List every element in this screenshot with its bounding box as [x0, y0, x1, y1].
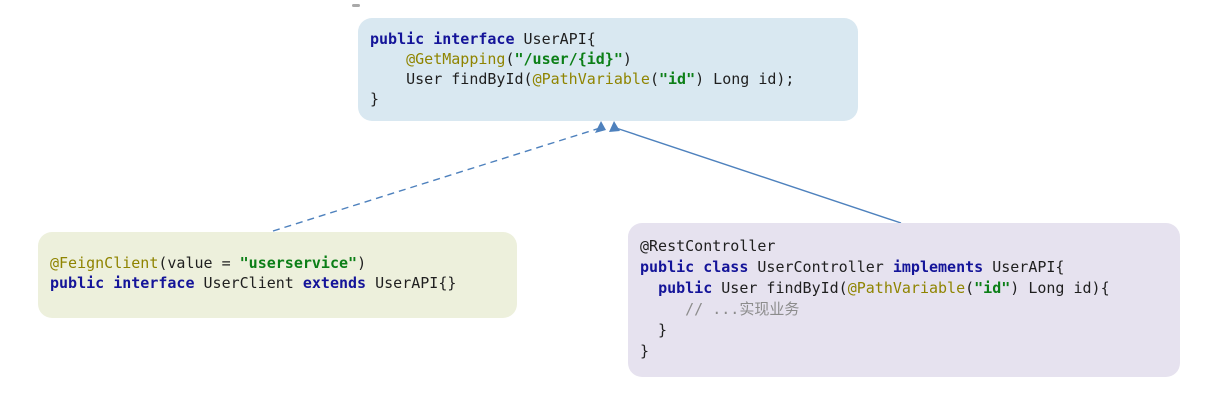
code-line: @GetMapping("/user/{id}"): [370, 49, 846, 69]
code-line: }: [640, 320, 1168, 341]
code-token: "id": [659, 70, 696, 88]
implements-arrowhead-icon: [609, 121, 620, 132]
code-token: public: [658, 279, 713, 297]
code-token: }: [640, 321, 668, 339]
userapi-interface-code-box: public interface UserAPI{ @GetMapping("/…: [358, 18, 858, 121]
code-line: @FeignClient(value = "userservice"): [50, 253, 505, 273]
code-token: [640, 279, 658, 297]
code-token: }: [370, 90, 380, 108]
stray-mark: [352, 4, 360, 7]
code-token: UserClient: [194, 274, 303, 292]
code-token: ): [622, 50, 632, 68]
code-line: @RestController: [640, 236, 1168, 257]
code-line: public interface UserClient extends User…: [50, 273, 505, 293]
code-token: ): [357, 254, 367, 272]
code-token: public class: [640, 258, 749, 276]
code-token: }: [640, 342, 650, 360]
code-token: @PathVariable: [532, 70, 650, 88]
code-token: (: [649, 70, 659, 88]
code-token: (value =: [158, 254, 240, 272]
code-token: "/user/{id}": [514, 50, 623, 68]
code-token: User findById(: [370, 70, 533, 88]
code-token: (: [505, 50, 515, 68]
code-token: [370, 50, 406, 68]
code-token: @PathVariable: [847, 279, 966, 297]
code-token: UserAPI{: [983, 258, 1065, 276]
code-token: ) Long id){: [1010, 279, 1110, 297]
code-token: implements: [892, 258, 984, 276]
code-line: public interface UserAPI{: [370, 29, 846, 49]
code-token: UserController: [748, 258, 893, 276]
code-token: public interface: [50, 274, 195, 292]
code-token: // ...实现业务: [640, 300, 800, 318]
code-line: }: [640, 341, 1168, 362]
code-line: // ...实现业务: [640, 299, 1168, 320]
code-token: @RestController: [640, 237, 776, 255]
code-token: extends: [302, 274, 367, 292]
code-line: public User findById(@PathVariable("id")…: [640, 278, 1168, 299]
code-token: ) Long id);: [695, 70, 795, 88]
code-token: "id": [974, 279, 1011, 297]
code-token: public interface: [370, 30, 515, 48]
code-line: User findById(@PathVariable("id") Long i…: [370, 69, 846, 89]
extends-arrow-dashed-line: [272, 127, 601, 232]
extends-arrowhead-icon: [595, 121, 606, 133]
code-token: @GetMapping: [406, 50, 506, 68]
code-line: }: [370, 89, 846, 109]
code-token: @FeignClient: [50, 254, 159, 272]
code-line: public class UserController implements U…: [640, 257, 1168, 278]
code-token: UserAPI{}: [366, 274, 457, 292]
feign-client-code-box: @FeignClient(value = "userservice")publi…: [38, 232, 517, 318]
rest-controller-code-box: @RestController public class UserControll…: [628, 223, 1180, 377]
code-token: User findById(: [712, 279, 848, 297]
code-token: (: [965, 279, 975, 297]
code-token: UserAPI{: [514, 30, 596, 48]
implements-arrow-solid-line: [615, 127, 902, 224]
code-token: "userservice": [239, 254, 358, 272]
